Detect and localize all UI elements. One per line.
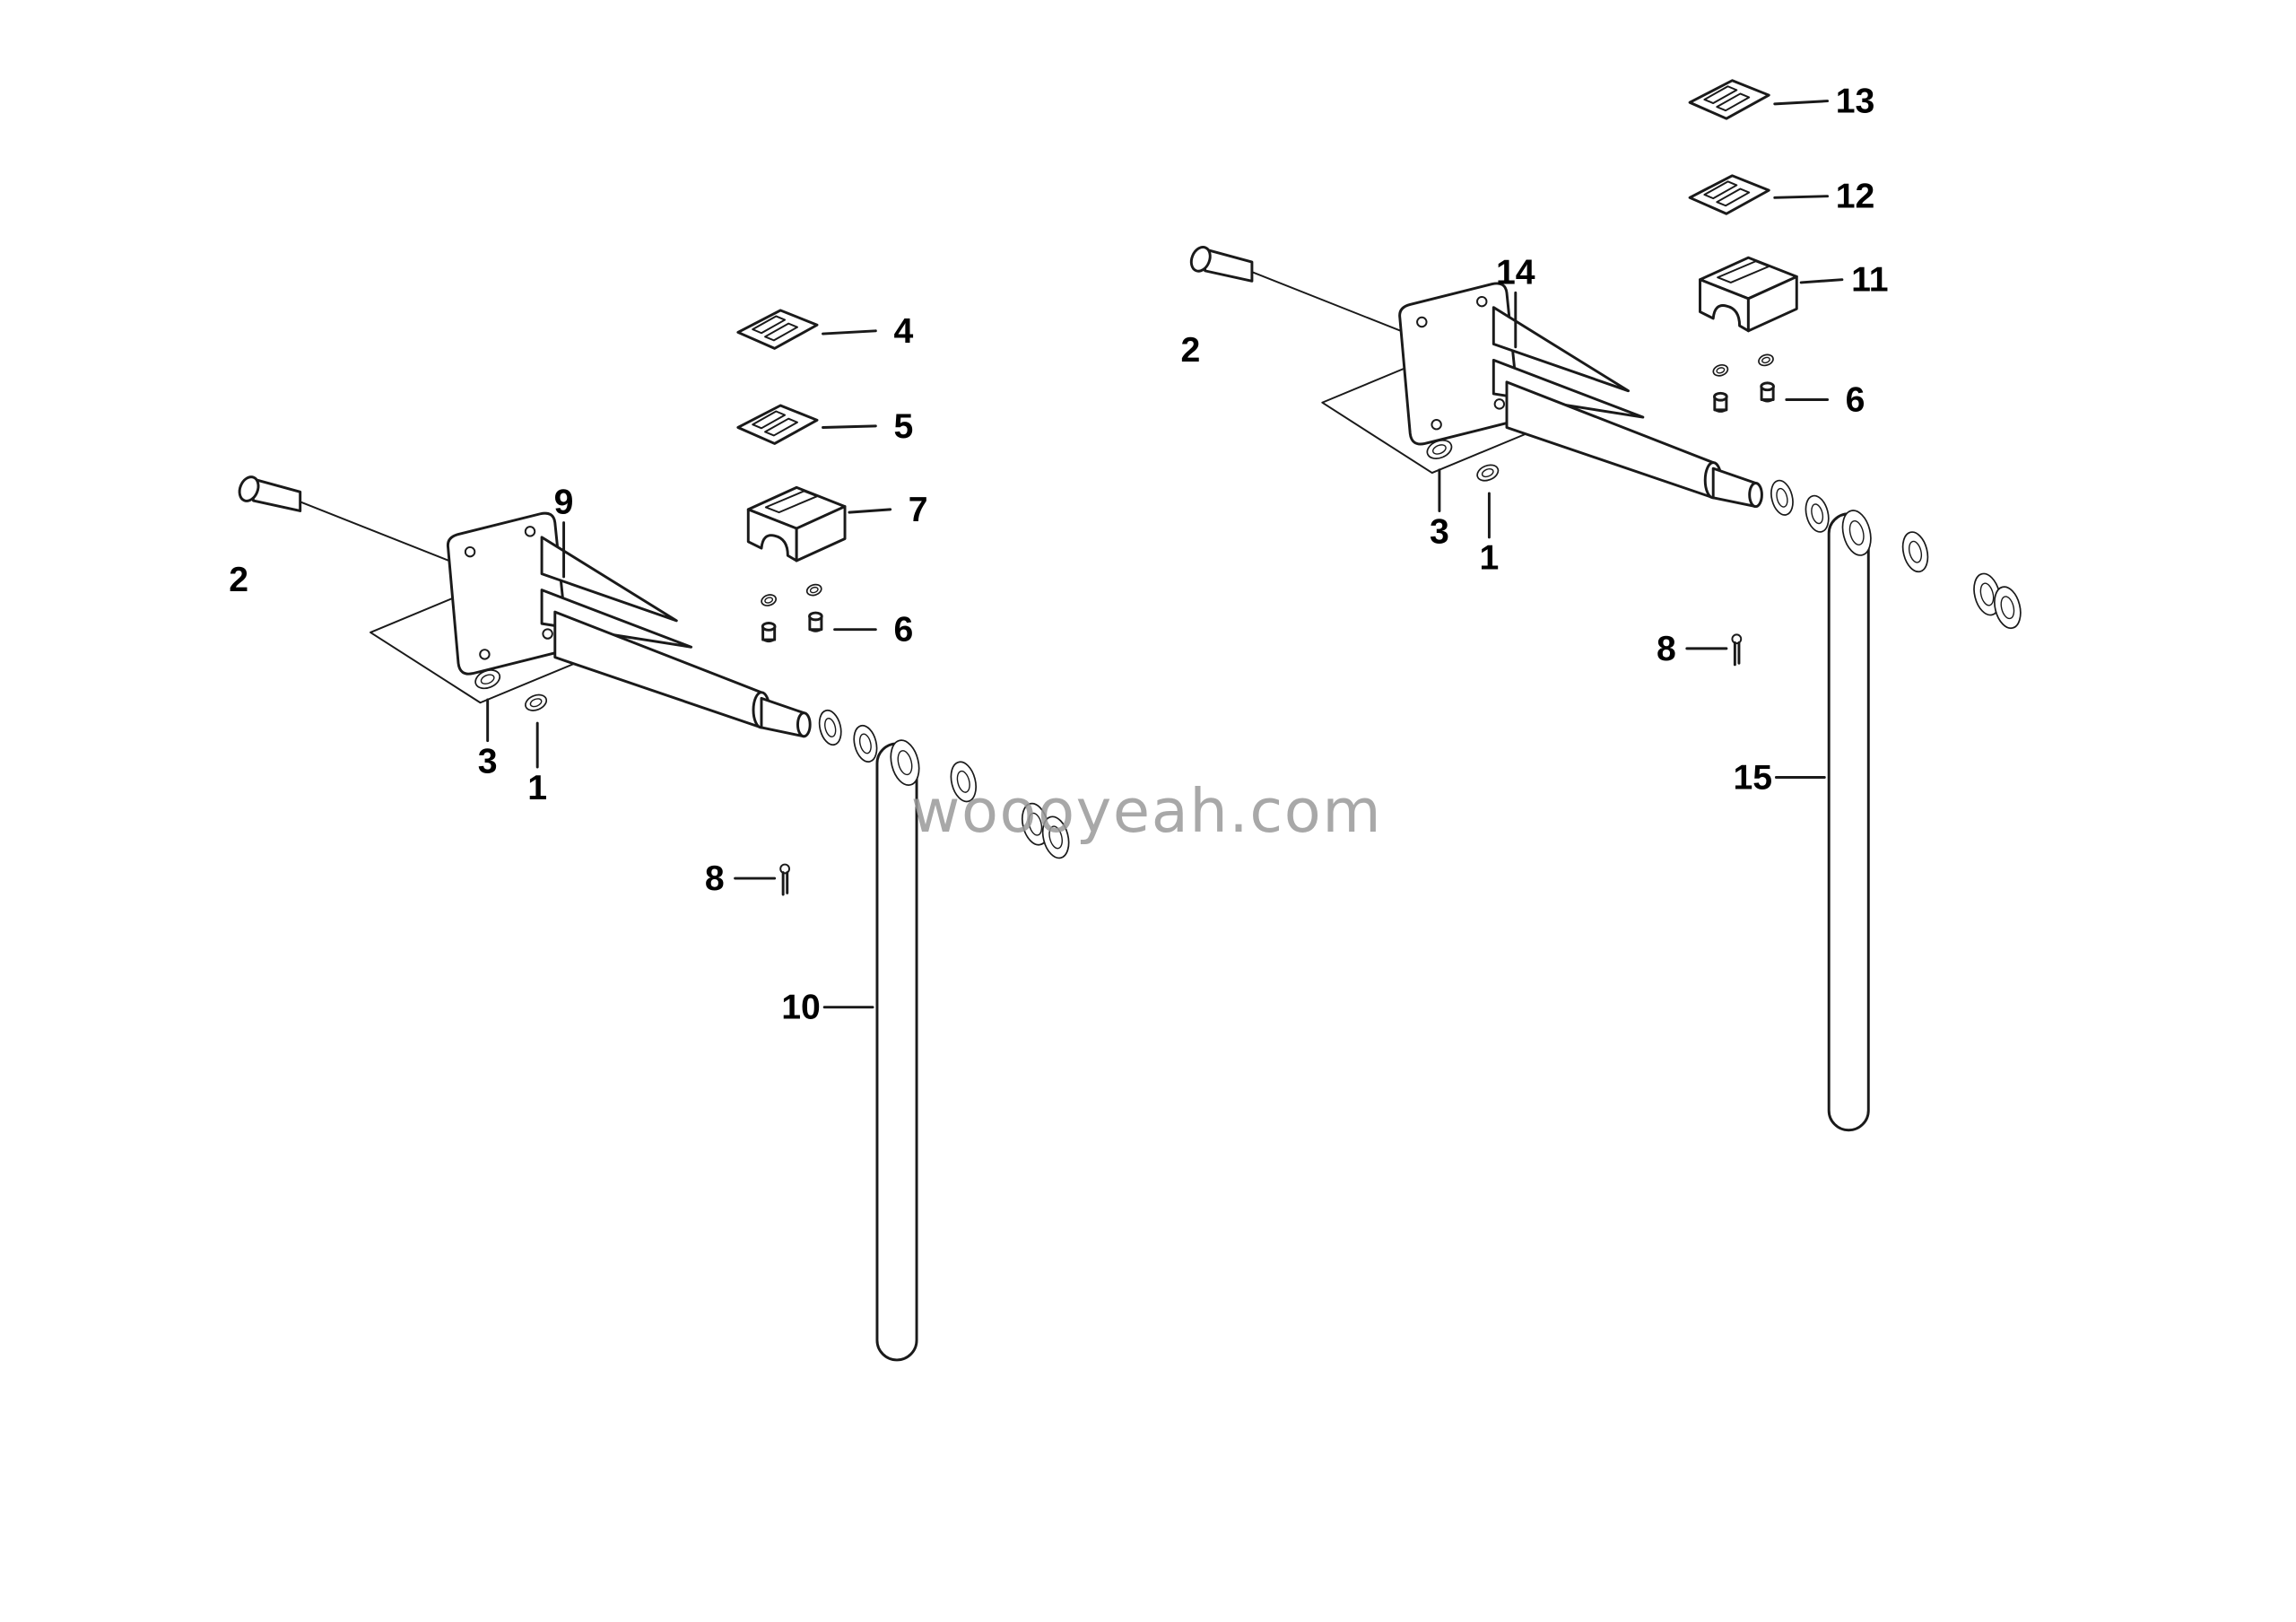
- callout-right-nut: 1: [1480, 539, 1500, 578]
- callout-left-arm: 10: [781, 989, 821, 1027]
- callout-right-bolt: 2: [1180, 331, 1200, 370]
- callout-left-washer: 3: [478, 743, 498, 781]
- watermark-text: woooyeah.com: [911, 776, 1383, 846]
- callout-left-bracket: 9: [554, 484, 574, 522]
- callout-right-arm: 15: [1733, 759, 1772, 798]
- callout-left-cotter-pin: 8: [705, 859, 725, 898]
- callout-left-bolt: 2: [229, 561, 248, 599]
- callout-right-clamp: 11: [1851, 261, 1888, 300]
- assembly-right: [1187, 81, 2024, 1130]
- callout-right-shim-top: 13: [1836, 83, 1875, 121]
- callout-left-hardware: 6: [893, 611, 913, 650]
- callout-right-bracket: 14: [1496, 254, 1535, 292]
- callout-left-shim-top: 4: [893, 312, 913, 351]
- callout-right-washer: 3: [1430, 512, 1449, 551]
- callout-left-shim-bottom: 5: [893, 407, 913, 446]
- callout-right-hardware: 6: [1846, 381, 1866, 420]
- callout-left-nut: 1: [527, 769, 547, 807]
- callout-right-shim-bottom: 12: [1836, 178, 1875, 216]
- callout-right-cotter-pin: 8: [1657, 630, 1676, 668]
- callout-left-clamp: 7: [909, 491, 928, 529]
